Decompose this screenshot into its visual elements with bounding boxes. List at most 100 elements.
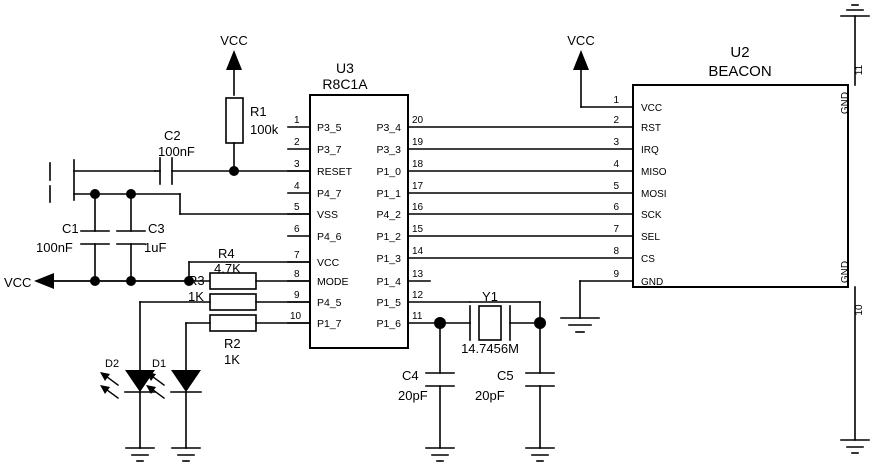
vcc-label-left: VCC (4, 275, 31, 290)
resistor-r3-symbol (139, 293, 311, 371)
r4-value-label: 4.7K (214, 261, 241, 276)
u2-pin-name: IRQ (641, 145, 659, 156)
vcc-label-top-left: VCC (220, 33, 247, 48)
u2-pin-number: 11 (854, 64, 865, 75)
u2-pin-name: MISO (641, 167, 667, 178)
u3-pin-number: 20 (412, 115, 424, 126)
vcc-symbol-top-right (573, 50, 634, 108)
c5-ref-label: C5 (497, 368, 514, 383)
r3-ref-label: R3 (188, 273, 205, 288)
u2-pin-name: MOSI (641, 189, 667, 200)
u3-pin-name: P1_0 (376, 166, 401, 178)
u2-gnd-pin9-wire (560, 280, 634, 333)
u3-pin-number: 4 (294, 181, 300, 192)
u3-body (309, 94, 409, 349)
vcc-label-top-right: VCC (567, 33, 594, 48)
c3-ref-label: C3 (148, 221, 165, 236)
u3-part-label: R8C1A (322, 76, 368, 92)
c5-value-label: 20pF (475, 388, 505, 403)
u3-pin-name: P1_5 (376, 297, 401, 309)
u3-pin-name: MODE (317, 276, 349, 288)
c2-ref-label: C2 (164, 128, 181, 143)
u3-pin-name: P4_2 (376, 209, 401, 221)
u3-pin-number: 7 (294, 250, 300, 261)
junction-dot (229, 166, 239, 176)
junction-dot (126, 276, 136, 286)
u3-pin-number: 13 (412, 269, 424, 280)
u2-pin-name: SCK (641, 210, 662, 221)
u2-body (632, 84, 849, 288)
u3-pin-number: 8 (294, 269, 300, 280)
u3-pin-name: P4_6 (317, 231, 342, 243)
u3-pin-name: P1_1 (376, 188, 401, 200)
u3-pin-number: 14 (412, 246, 424, 257)
u3-pin-name: P1_3 (376, 253, 401, 265)
u3-pin-number: 3 (294, 159, 300, 170)
r2-ref-label: R2 (224, 336, 241, 351)
u2-pin-name: GND (641, 277, 663, 288)
r4-ref-label: R4 (218, 246, 235, 261)
u3-pin-name: P1_2 (376, 231, 401, 243)
crystal-y1-symbol (439, 301, 541, 341)
d2-ref-label: D2 (105, 358, 119, 370)
capacitor-bus (80, 193, 311, 282)
u2-pin-name: CS (641, 254, 655, 265)
u3-pin-name: P1_7 (317, 318, 342, 330)
u3-pin-number: 16 (412, 202, 424, 213)
u3-pin-name: P3_5 (317, 122, 342, 134)
u2-pin-name: GND (840, 92, 851, 114)
u3-pin-name: VCC (317, 257, 340, 269)
u2-ref-label: U2 (730, 44, 749, 61)
c1-ref-label: C1 (62, 221, 79, 236)
u3-pin-number: 18 (412, 159, 424, 170)
u3-pin-name: P4_7 (317, 188, 342, 200)
u3-pin-number: 1 (294, 115, 300, 126)
u2-pin-number: 3 (613, 137, 619, 148)
u2-pin-name: GND (840, 261, 851, 283)
u3-pin-number: 19 (412, 137, 424, 148)
u2-part-label: BEACON (708, 63, 771, 80)
capacitor-c4-symbol (425, 322, 455, 462)
c1-value-label: 100nF (36, 240, 73, 255)
u3-pin-number: 9 (294, 290, 300, 301)
d1-ref-label: D1 (152, 358, 166, 370)
u2-pin-name: RST (641, 123, 661, 134)
junction-dot (126, 189, 136, 199)
u2-pin-number: 9 (613, 269, 619, 280)
capacitor-c2-symbol (154, 157, 311, 185)
u3-pin-name: P3_3 (376, 144, 401, 156)
capacitor-c5-symbol (525, 322, 555, 462)
u2-pin-number: 10 (854, 304, 865, 316)
u3-pin-name: P4_5 (317, 297, 342, 309)
u2-pin-number: 7 (613, 224, 619, 235)
u3-pin-name: P1_4 (376, 276, 401, 288)
c4-value-label: 20pF (398, 388, 428, 403)
u3-pin-name: P3_7 (317, 144, 342, 156)
u2-pin-number: 4 (613, 159, 619, 170)
u3-pin-name: RESET (317, 166, 353, 178)
u3-pin-name: P1_6 (376, 318, 401, 330)
led-d1-symbol (146, 370, 202, 449)
u2-pin-name: SEL (641, 232, 660, 243)
u2-pin-number: 5 (613, 181, 619, 192)
u3-pin-number: 17 (412, 181, 424, 192)
led-d2-symbol (100, 370, 156, 449)
y1-value-label: 14.7456M (461, 341, 519, 356)
c2-value-label: 100nF (158, 144, 195, 159)
junction-dot (90, 189, 100, 199)
u2-pin-name: VCC (641, 103, 662, 114)
u3-ref-label: U3 (336, 60, 354, 76)
u3-pin-name: P3_4 (376, 122, 401, 134)
u3-pin-number: 6 (294, 224, 300, 235)
y1-ref-label: Y1 (482, 289, 498, 304)
u3-pin-number: 5 (294, 202, 300, 213)
r3-value-label: 1K (188, 289, 204, 304)
r2-value-label: 1K (224, 352, 240, 367)
u2-pin-number: 6 (613, 202, 619, 213)
vcc-symbol-top-left (226, 50, 242, 96)
u2-pin-number: 2 (613, 115, 619, 126)
u2-gnd-pin10-wire (840, 286, 870, 454)
c4-ref-label: C4 (402, 368, 419, 383)
